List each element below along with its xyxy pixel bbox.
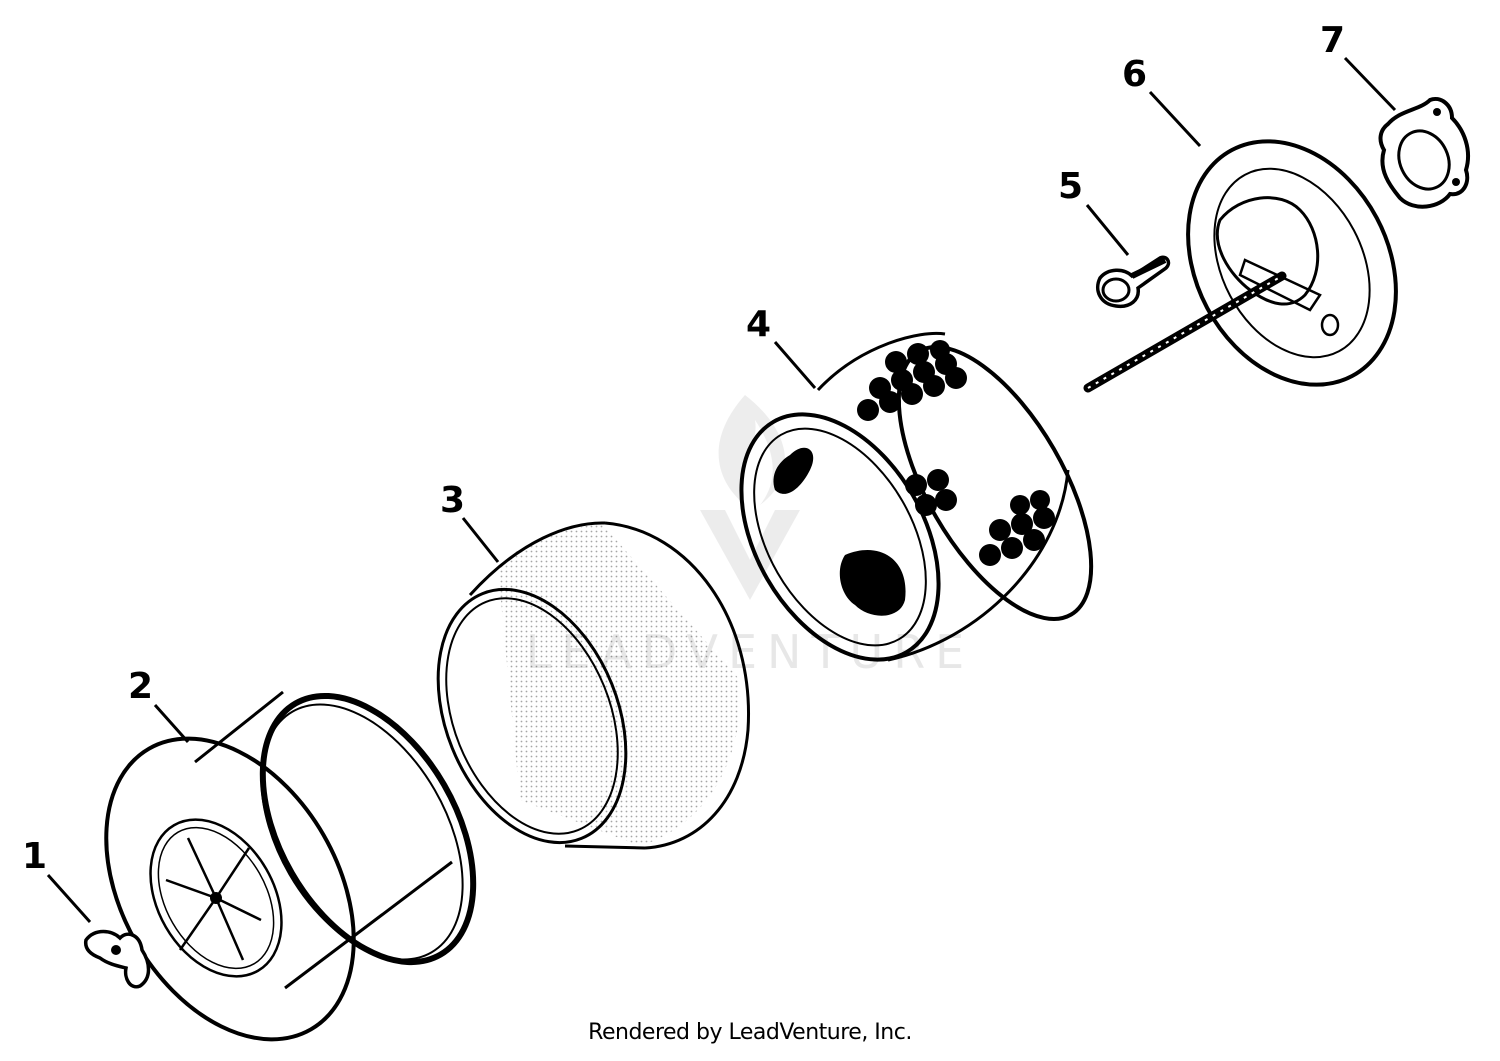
part-4-paper-element: [739, 331, 1094, 662]
cover-spokes: [165, 837, 262, 961]
rendered-by-footer: Rendered by LeadVenture, Inc.: [588, 1020, 912, 1045]
callout-4: 4: [746, 304, 771, 345]
callout-7: 7: [1320, 20, 1345, 61]
callout-6: 6: [1122, 54, 1147, 95]
part-6-base-plate: [1083, 139, 1398, 393]
callout-3: 3: [440, 480, 465, 521]
callout-5: 5: [1058, 166, 1083, 207]
leader-lines: [46, 56, 1397, 923]
callout-2: 2: [128, 666, 153, 707]
element-dark-perforations: [773, 340, 1055, 616]
part-7-gasket: [1378, 97, 1471, 209]
part-1-wing-nut: [83, 929, 151, 989]
callout-1: 1: [22, 836, 47, 877]
watermark-flame-icon: [700, 395, 800, 600]
part-5-screw: [1095, 255, 1171, 309]
part-2-air-cleaner-cover: [104, 690, 477, 1042]
part-3-precleaner: [436, 521, 751, 850]
